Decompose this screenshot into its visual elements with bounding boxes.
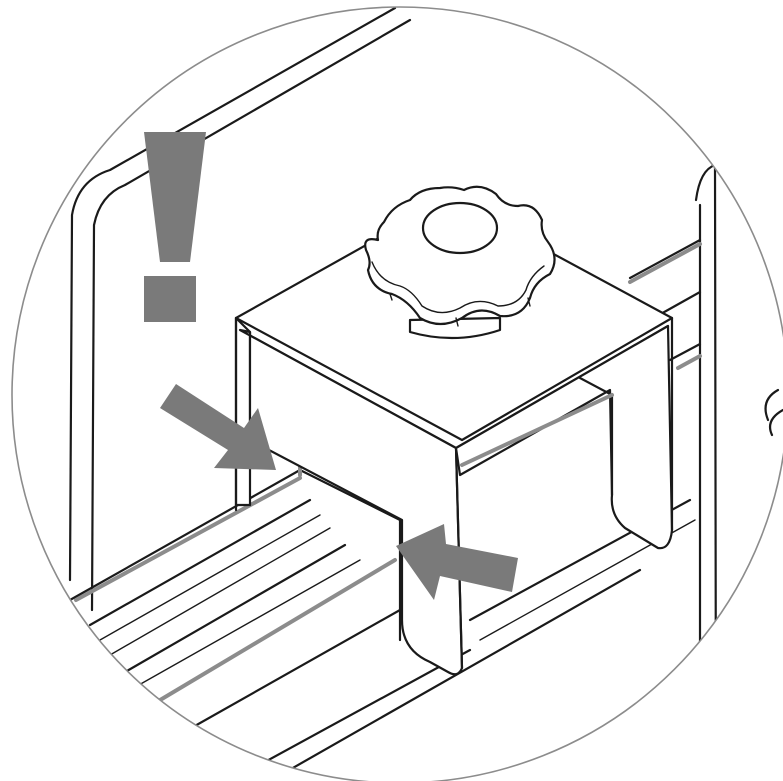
vertical-post bbox=[694, 163, 783, 781]
star-knob bbox=[364, 185, 556, 340]
arrow-right-down-icon bbox=[160, 384, 276, 470]
callout-circle-border bbox=[11, 6, 783, 781]
callout-contents bbox=[68, 7, 783, 781]
arrow-left-icon bbox=[396, 524, 518, 600]
warning-exclamation-icon bbox=[144, 132, 206, 322]
background-panel bbox=[68, 7, 412, 612]
